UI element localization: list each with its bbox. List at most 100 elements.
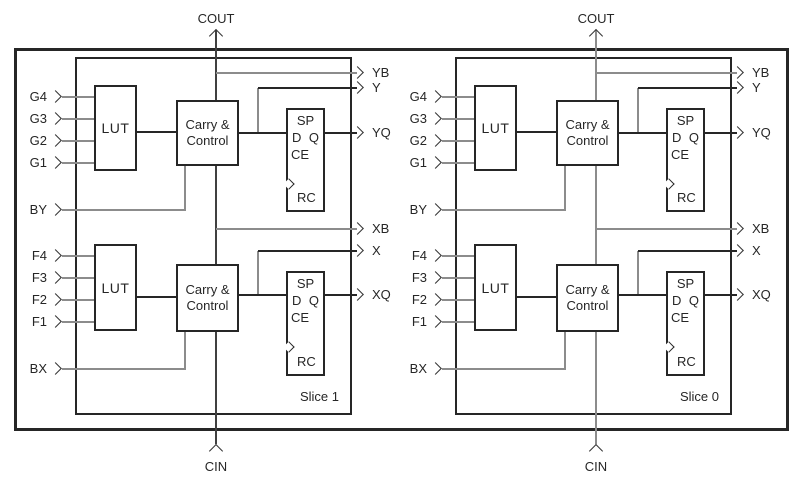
- lut-to-carry-wire: [517, 296, 556, 298]
- port-label: F3: [31, 270, 47, 285]
- arrow-right-icon: [49, 203, 62, 216]
- arrow-right-icon: [731, 288, 744, 301]
- wire: [62, 321, 94, 323]
- wire: [442, 255, 474, 257]
- input-row-bx: BX: [403, 362, 573, 376]
- arrow-right-icon: [49, 90, 62, 103]
- arrow-right-icon: [429, 315, 442, 328]
- port-label: G4: [409, 89, 427, 104]
- lut-to-carry-wire: [137, 296, 176, 298]
- arrow-right-icon: [49, 271, 62, 284]
- port-label: BY: [29, 202, 47, 217]
- port-label: XQ: [752, 287, 771, 302]
- arrow-right-icon: [49, 293, 62, 306]
- port-label: XB: [372, 221, 390, 236]
- ff-d-label: D: [292, 130, 302, 145]
- output-row-x: X: [216, 244, 396, 258]
- wire: [62, 118, 94, 120]
- wire: [596, 228, 737, 230]
- input-row-g3: G3: [403, 112, 573, 126]
- slice-name-label: Slice 0: [679, 389, 719, 404]
- arrow-right-icon: [49, 156, 62, 169]
- ff-rc-label: RC: [297, 354, 316, 369]
- arrow-right-icon: [351, 222, 364, 235]
- arrow-right-icon: [351, 244, 364, 257]
- arrow-right-icon: [49, 315, 62, 328]
- arrow-up-icon: [588, 28, 604, 44]
- wire: [705, 294, 737, 296]
- carry-control-label-line2: Control: [566, 298, 609, 313]
- carry-to-ff-wire: [239, 132, 286, 134]
- clb-outer-box: [14, 48, 789, 431]
- input-row-g4: G4: [23, 90, 193, 104]
- input-row-g3: G3: [23, 112, 193, 126]
- output-row-yb: YB: [216, 66, 396, 80]
- carry-chain-wire-top: [215, 30, 217, 100]
- input-row-f2: F2: [403, 293, 573, 307]
- arrow-right-icon: [429, 203, 442, 216]
- ff-q-label: Q: [688, 293, 699, 308]
- port-label: YQ: [372, 125, 391, 140]
- ff-ce-label: CE: [291, 147, 310, 162]
- ff-sp-label: SP: [676, 113, 695, 128]
- wire: [216, 228, 357, 230]
- arrow-up-icon: [208, 443, 224, 459]
- wire: [442, 321, 474, 323]
- bx-to-carry-wire: [564, 332, 566, 370]
- lut-block: LUT: [474, 85, 517, 171]
- arrow-right-icon: [351, 126, 364, 139]
- port-label: F4: [31, 248, 47, 263]
- output-row-xb: XB: [216, 222, 396, 236]
- flipflop-block: SP D Q CE RC: [283, 271, 325, 376]
- wire: [62, 299, 94, 301]
- arrow-right-icon: [429, 293, 442, 306]
- input-row-f4: F4: [23, 249, 193, 263]
- input-row-f3: F3: [403, 271, 573, 285]
- wire: [62, 277, 94, 279]
- cout-label: COUT: [577, 11, 615, 26]
- bx-to-carry-wire: [184, 332, 186, 370]
- port-label: G2: [409, 133, 427, 148]
- ff-ce-label: CE: [671, 310, 690, 325]
- slice-boundary-box: [455, 57, 732, 415]
- input-row-f2: F2: [23, 293, 193, 307]
- arrow-right-icon: [731, 222, 744, 235]
- arrow-right-icon: [429, 156, 442, 169]
- wire: [442, 162, 474, 164]
- output-row-xb: XB: [596, 222, 776, 236]
- ff-d-label: D: [292, 293, 302, 308]
- ff-sp-label: SP: [296, 113, 315, 128]
- input-row-f3: F3: [23, 271, 193, 285]
- carry-control-block: Carry & Control: [556, 100, 619, 166]
- carry-control-label-line1: Carry &: [185, 282, 230, 297]
- ff-d-label: D: [672, 293, 682, 308]
- ff-d-label: D: [672, 130, 682, 145]
- port-label: G1: [29, 155, 47, 170]
- port-label: XQ: [372, 287, 391, 302]
- carry-control-block: Carry & Control: [176, 264, 239, 332]
- carry-to-ff-wire: [619, 294, 666, 296]
- input-row-f1: F1: [403, 315, 573, 329]
- lut-block: LUT: [94, 244, 137, 331]
- carry-to-ff-wire: [619, 132, 666, 134]
- arrow-right-icon: [351, 66, 364, 79]
- input-row-by: BY: [23, 203, 193, 217]
- by-to-carry-wire: [564, 166, 566, 211]
- carry-control-block: Carry & Control: [556, 264, 619, 332]
- y-tap-wire: [637, 88, 639, 133]
- lut-to-carry-wire: [517, 131, 556, 133]
- ff-sp-label: SP: [296, 276, 315, 291]
- arrow-right-icon: [351, 288, 364, 301]
- port-label: G3: [29, 111, 47, 126]
- arrow-right-icon: [429, 134, 442, 147]
- arrow-right-icon: [49, 134, 62, 147]
- arrow-right-icon: [429, 249, 442, 262]
- carry-control-label-line2: Control: [186, 298, 229, 313]
- arrow-right-icon: [429, 112, 442, 125]
- ff-sp-label: SP: [676, 276, 695, 291]
- wire: [442, 299, 474, 301]
- arrow-right-icon: [351, 81, 364, 94]
- ff-rc-label: RC: [677, 354, 696, 369]
- carry-control-label-line2: Control: [566, 133, 609, 148]
- wire: [62, 255, 94, 257]
